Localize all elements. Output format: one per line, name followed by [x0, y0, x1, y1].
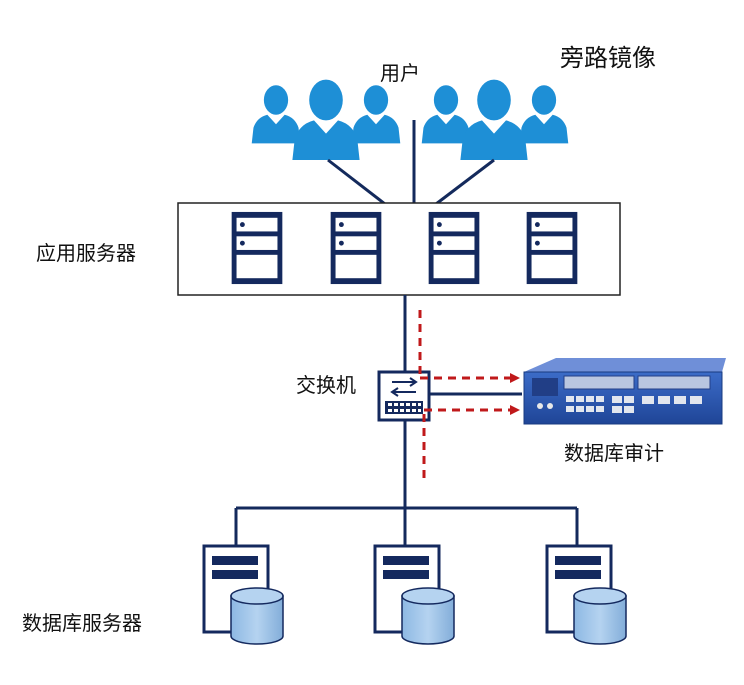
user-group-icon [251, 79, 401, 160]
user-links [327, 120, 495, 206]
users-label: 用户 [380, 61, 420, 85]
db-servers-label: 数据库服务器 [22, 611, 142, 635]
audit-appliance-icon [523, 358, 726, 425]
app-servers-label: 应用服务器 [36, 241, 136, 265]
server-icon [330, 211, 382, 285]
database-server-icon [373, 544, 455, 645]
switch-label: 交换机 [296, 373, 356, 397]
database-server-icon [545, 544, 627, 645]
mirror-traffic-arrows [418, 310, 520, 478]
user-group-icon [421, 79, 569, 160]
server-icon [428, 211, 480, 285]
server-icon [526, 211, 578, 285]
database-server-icon [202, 544, 284, 645]
server-icon [231, 211, 283, 285]
db-audit-label: 数据库审计 [564, 441, 664, 465]
mirror-mode-label: 旁路镜像 [560, 44, 656, 72]
db-server-links [234, 420, 579, 546]
